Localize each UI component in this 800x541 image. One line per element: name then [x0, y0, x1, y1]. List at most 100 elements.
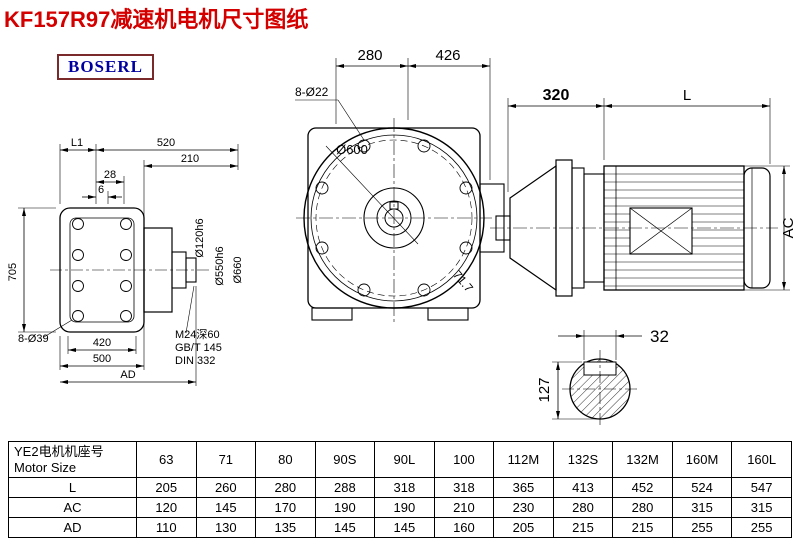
table-cell: 365 — [493, 477, 554, 498]
table-cell: 255 — [671, 517, 733, 538]
foot-left — [311, 307, 353, 321]
table-cell: 110 — [136, 517, 197, 538]
column-header: 90S — [314, 441, 376, 478]
front-view-labels: 280 426 8-Ø22 Ø600 71.7 — [295, 47, 476, 295]
table-cell: 318 — [433, 477, 495, 498]
shaft-dimension-lines — [556, 334, 642, 419]
column-header: 100 — [433, 441, 495, 478]
left-view-labels: L1 520 210 28 6 705 8-Ø39 420 500 AD Ø12… — [7, 137, 244, 381]
table-cell: 215 — [552, 517, 614, 538]
column-header: 71 — [195, 441, 257, 478]
row-label: AC — [8, 497, 137, 518]
side-view-dimension-lines — [508, 104, 786, 290]
dim-label-L: L — [683, 87, 691, 104]
table-cell: 315 — [731, 497, 792, 518]
dim-label-705: 705 — [7, 263, 19, 281]
table-cell: 280 — [255, 477, 316, 498]
row-label: AD — [8, 517, 137, 538]
dim-label-127: 127 — [536, 377, 553, 402]
table-cell: 524 — [671, 477, 733, 498]
table-cell: 170 — [255, 497, 316, 518]
motor-size-header: YE2电机机座号 Motor Size — [8, 441, 137, 478]
table-cell: 130 — [195, 517, 257, 538]
side-view-labels: 320 L AC — [543, 87, 797, 238]
dia-label-550h6: Ø550h6 — [214, 246, 226, 285]
column-header: 132M — [612, 441, 673, 478]
dia-label-600: Ø600 — [336, 142, 368, 157]
note-din332: DIN 332 — [175, 355, 215, 367]
table-cell: 120 — [136, 497, 197, 518]
table-cell: 288 — [314, 477, 376, 498]
dim-label-280: 280 — [357, 47, 382, 64]
dia-leader — [325, 145, 419, 245]
table-cell: 145 — [374, 517, 435, 538]
table-cell: 255 — [731, 517, 792, 538]
column-header: 63 — [136, 441, 197, 478]
front-view-extension-lines — [295, 58, 491, 180]
table-cell: 547 — [731, 477, 792, 498]
dia-label-660: Ø660 — [232, 257, 244, 284]
dim-label-L1: L1 — [71, 137, 83, 149]
dim-label-426: 426 — [435, 47, 460, 64]
table-cell: 205 — [136, 477, 197, 498]
table-cell: 280 — [612, 497, 673, 518]
left-side-view: L1 520 210 28 6 705 8-Ø39 420 500 AD Ø12… — [7, 137, 244, 386]
table-cell: 318 — [374, 477, 435, 498]
table-cell: 160 — [433, 517, 495, 538]
dim-label-32: 32 — [650, 327, 669, 346]
dia-label-120h6: Ø120h6 — [194, 218, 206, 257]
table-cell: 315 — [671, 497, 733, 518]
boserl-logo-text: BOSERL — [68, 57, 143, 76]
left-view-extension-lines — [18, 144, 239, 386]
foot-right — [427, 307, 469, 321]
motor-side-view: 320 L AC — [490, 87, 797, 297]
table-cell: 135 — [255, 517, 316, 538]
shaft-view-labels: 32 127 — [536, 327, 669, 403]
dim-label-210: 210 — [181, 153, 199, 165]
column-header: 132S — [552, 441, 614, 478]
column-header: 160M — [671, 441, 733, 478]
table-cell: 260 — [195, 477, 257, 498]
note-gbt145: GB/T 145 — [175, 342, 222, 354]
dim-label-520: 520 — [157, 137, 175, 149]
table-cell: 145 — [195, 497, 257, 518]
table-cell: 205 — [493, 517, 554, 538]
holes-label-8x39: 8-Ø39 — [18, 333, 49, 345]
dim-label-28: 28 — [104, 169, 116, 181]
holes-label-8x22: 8-Ø22 — [295, 85, 329, 99]
row-label: L — [8, 477, 137, 498]
shaft-section-view: 32 127 — [536, 327, 669, 428]
table-cell: 230 — [493, 497, 554, 518]
table-cell: 145 — [314, 517, 376, 538]
dim-label-320: 320 — [543, 87, 570, 104]
dim-label-AD: AD — [120, 369, 135, 381]
column-header: 160L — [731, 441, 792, 478]
table-cell: 280 — [552, 497, 614, 518]
table-cell: 190 — [314, 497, 376, 518]
dim-label-500: 500 — [93, 353, 111, 365]
motor-size-header-en: Motor Size — [14, 459, 77, 475]
left-view-dimension-lines — [22, 148, 238, 384]
column-header: 90L — [374, 441, 435, 478]
column-header: 112M — [493, 441, 554, 478]
table-cell: 190 — [374, 497, 435, 518]
dim-label-420: 420 — [93, 337, 111, 349]
terminal-box-diag-2 — [629, 207, 693, 255]
page-title: KF157R97减速机电机尺寸图纸 — [4, 7, 309, 32]
table-cell: 452 — [612, 477, 673, 498]
dim-label-6: 6 — [98, 184, 104, 196]
boserl-logo: BOSERL — [57, 54, 154, 80]
table-cell: 210 — [433, 497, 495, 518]
flange-bolt-holes — [72, 218, 132, 322]
column-header: 80 — [255, 441, 316, 478]
front-view: 280 426 8-Ø22 Ø600 71.7 — [295, 47, 505, 322]
engineering-drawing: L1 520 210 28 6 705 8-Ø39 420 500 AD Ø12… — [7, 47, 797, 428]
dim-label-AC: AC — [780, 217, 797, 238]
